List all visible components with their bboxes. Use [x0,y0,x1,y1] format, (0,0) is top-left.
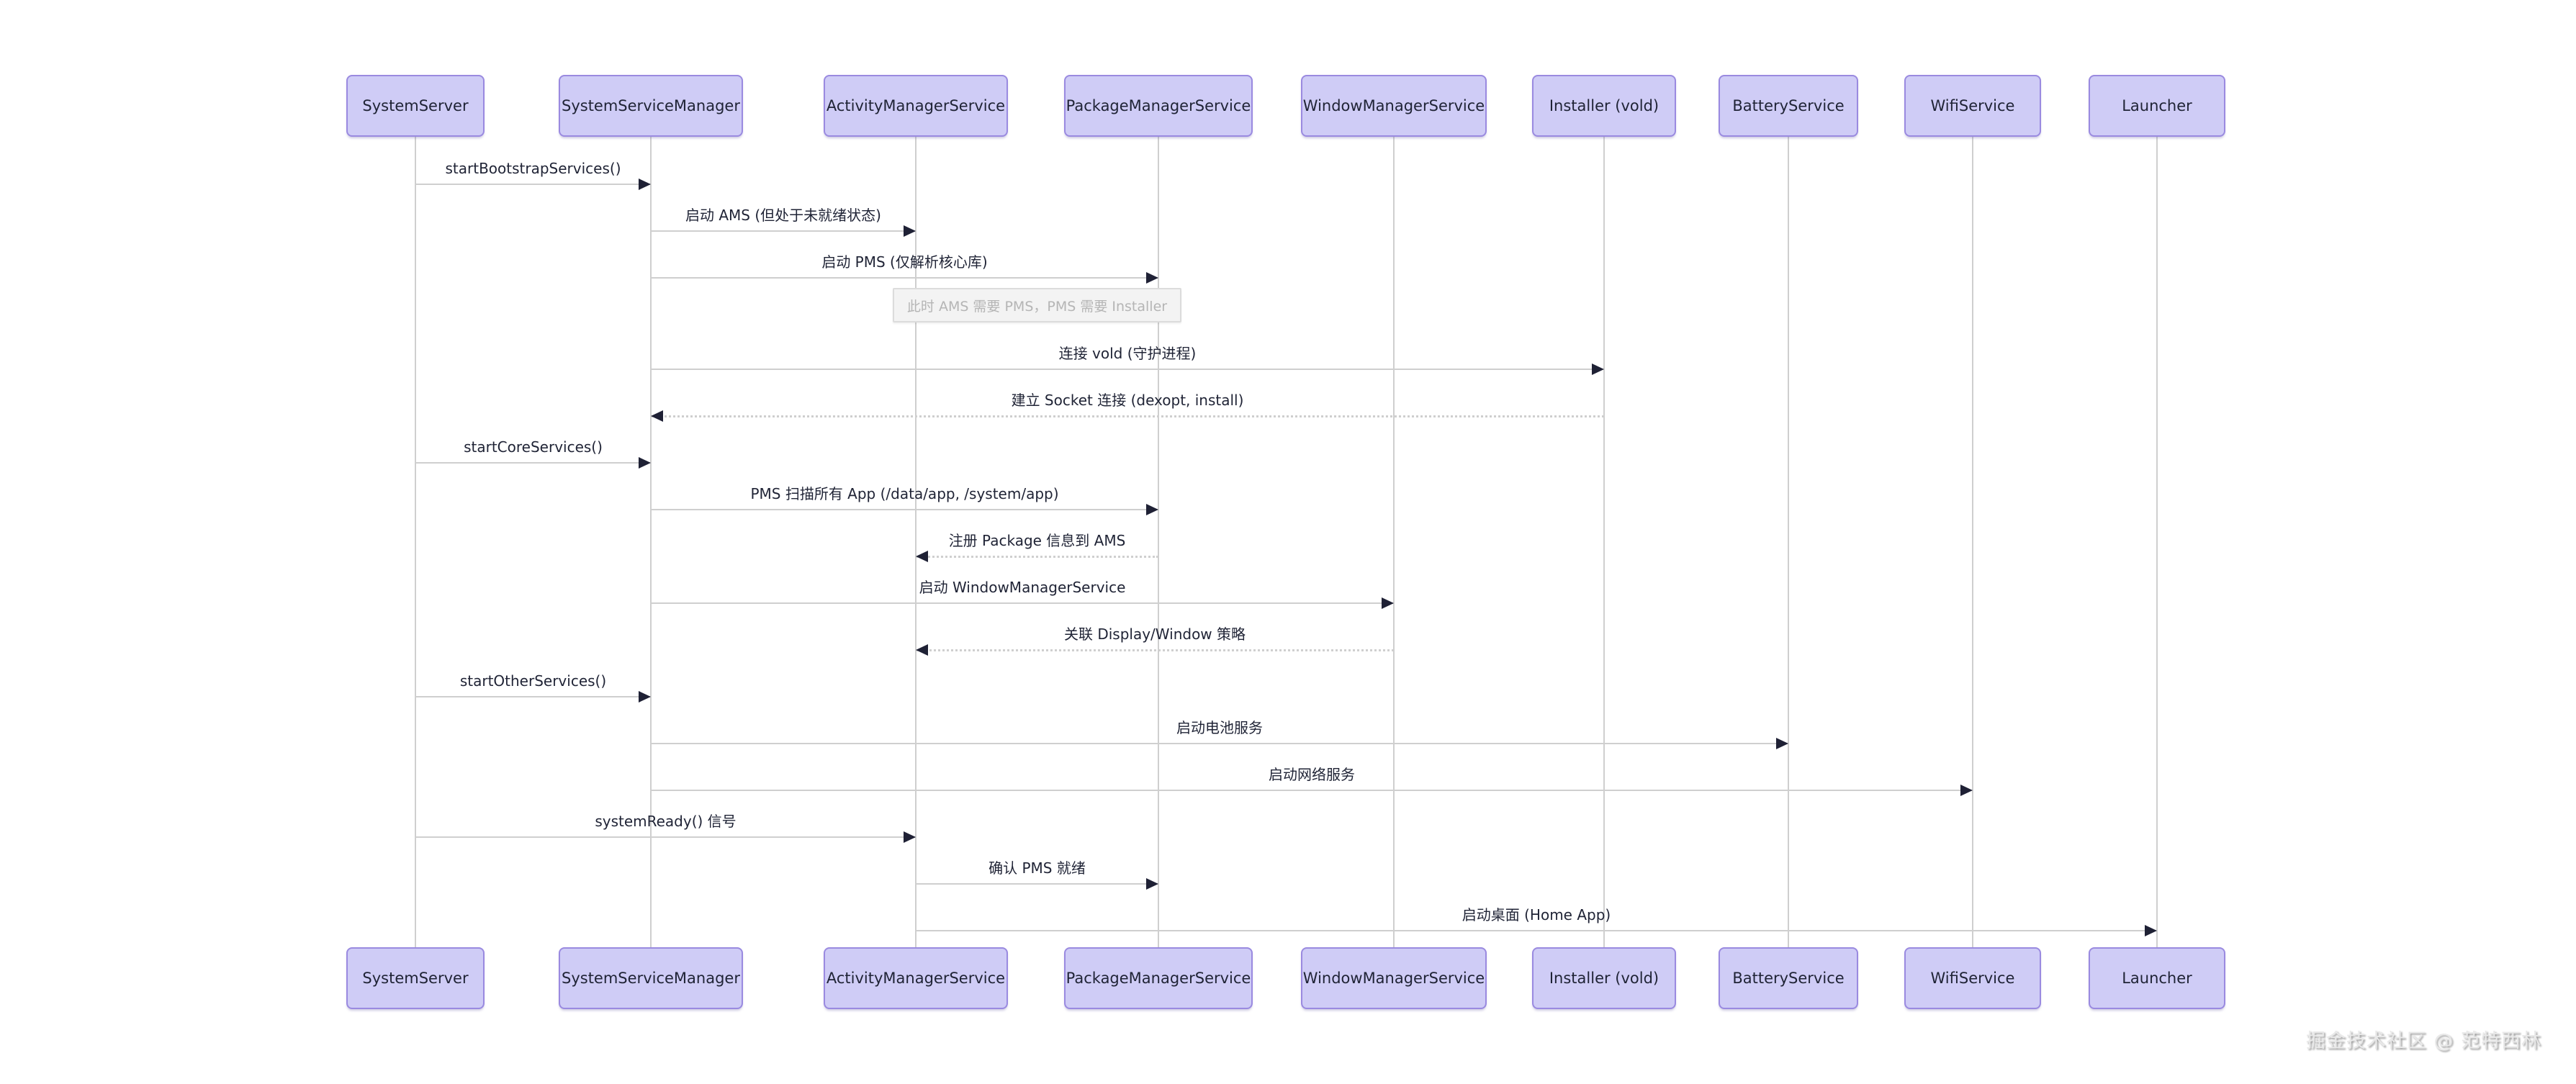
message-8-line [916,556,1158,558]
message-16-line [916,930,2157,931]
actor-bottom-wifiservice: WifiService [1904,947,2041,1009]
message-11-arrowhead-icon [639,691,651,703]
message-6-arrowhead-icon [639,457,651,469]
lifeline-systemserver [415,135,416,949]
message-6-line [415,462,651,464]
message-0-label: startBootstrapServices() [445,160,621,177]
actor-top-activitymanagerservice: ActivityManagerService [824,75,1008,137]
message-4-arrowhead-icon [1592,363,1604,375]
note-3: 此时 AMS 需要 PMS，PMS 需要 Installer [893,288,1181,322]
message-13-label: 启动网络服务 [1269,766,1355,783]
message-9-label: 启动 WindowManagerService [919,579,1126,596]
message-8-arrowhead-icon [916,551,928,562]
lifeline-windowmanagerservice [1393,135,1395,949]
message-9-line [651,602,1394,604]
message-15-arrowhead-icon [1146,878,1158,890]
actor-bottom-activitymanagerservice: ActivityManagerService [824,947,1008,1009]
message-4-label: 连接 vold (守护进程) [1058,345,1197,362]
lifeline-systemservicemanager [650,135,652,949]
actor-bottom-windowmanagerservice: WindowManagerService [1301,947,1487,1009]
message-2-label: 启动 PMS (仅解析核心库) [821,253,988,271]
actor-top-packagemanagerservice: PackageManagerService [1064,75,1253,137]
message-2-line [651,277,1158,279]
message-16-arrowhead-icon [2145,925,2157,936]
message-4-line [651,369,1604,370]
message-6-label: startCoreServices() [464,438,603,456]
message-1-line [651,230,916,232]
lifeline-launcher [2156,135,2158,949]
actor-top-systemservicemanager: SystemServiceManager [559,75,743,137]
actor-top-batteryservice: BatteryService [1719,75,1858,137]
message-11-line [415,696,651,697]
message-8-label: 注册 Package 信息到 AMS [948,532,1126,549]
lifeline-batteryservice [1788,135,1789,949]
message-15-line [916,883,1158,885]
message-7-line [651,509,1158,510]
lifeline-installer-vold [1603,135,1605,949]
message-5-label: 建立 Socket 连接 (dexopt, install) [1011,392,1244,409]
message-14-label: systemReady() 信号 [595,813,737,830]
lifeline-wifiservice [1972,135,1973,949]
message-10-label: 关联 Display/Window 策略 [1063,625,1246,643]
message-9-arrowhead-icon [1382,597,1394,609]
actor-top-wifiservice: WifiService [1904,75,2041,137]
message-15-label: 确认 PMS 就绪 [988,859,1086,877]
message-10-line [916,649,1394,651]
actor-bottom-launcher: Launcher [2089,947,2225,1009]
actor-bottom-batteryservice: BatteryService [1719,947,1858,1009]
message-14-line [415,836,916,838]
actor-top-windowmanagerservice: WindowManagerService [1301,75,1487,137]
actor-top-installer-vold: Installer (vold) [1532,75,1676,137]
actor-bottom-installer-vold: Installer (vold) [1532,947,1676,1009]
message-1-arrowhead-icon [904,225,916,237]
message-16-label: 启动桌面 (Home App) [1462,906,1611,923]
message-12-line [651,743,1788,744]
lifeline-activitymanagerservice [915,135,917,949]
message-7-arrowhead-icon [1146,504,1158,515]
message-0-line [415,184,651,185]
actor-top-systemserver: SystemServer [346,75,485,137]
message-10-arrowhead-icon [916,644,928,656]
message-0-arrowhead-icon [639,179,651,190]
watermark: 掘金技术社区 @ 范特西林 [2305,1030,2541,1052]
message-7-label: PMS 扫描所有 App (/data/app, /system/app) [750,485,1059,502]
actor-bottom-packagemanagerservice: PackageManagerService [1064,947,1253,1009]
message-12-label: 启动电池服务 [1176,719,1263,736]
actor-bottom-systemserver: SystemServer [346,947,485,1009]
message-12-arrowhead-icon [1776,738,1788,749]
lifeline-packagemanagerservice [1158,135,1159,949]
message-13-arrowhead-icon [1960,785,1973,796]
message-14-arrowhead-icon [904,831,916,843]
message-1-label: 启动 AMS (但处于未就绪状态) [685,207,881,224]
message-11-label: startOtherServices() [459,672,607,690]
actor-top-launcher: Launcher [2089,75,2225,137]
actor-bottom-systemservicemanager: SystemServiceManager [559,947,743,1009]
message-13-line [651,790,1973,791]
message-5-line [651,415,1604,417]
message-5-arrowhead-icon [651,410,663,422]
message-2-arrowhead-icon [1146,272,1158,284]
